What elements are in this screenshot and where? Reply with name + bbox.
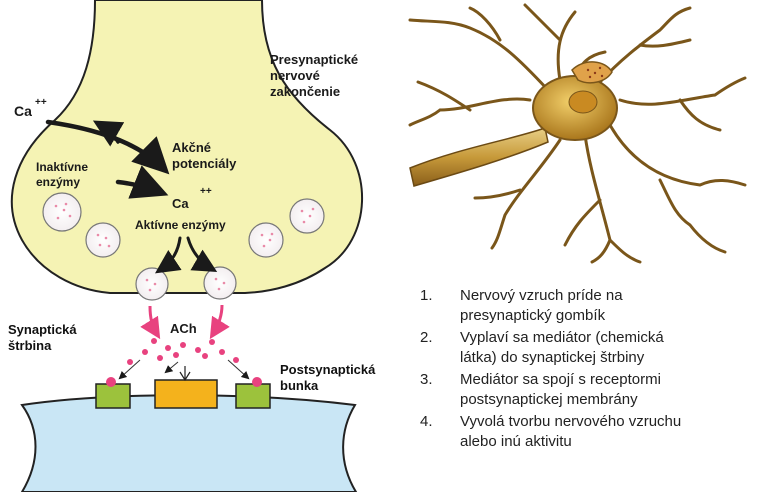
action-potentials-label: Akčné potenciály [172,140,236,172]
step-text: Vyvolá tvorbu nervového vzruchu [460,412,760,432]
receptor-right [236,384,270,408]
ach-molecules [127,338,239,365]
step-text: postsynaptickej membrány [460,390,760,410]
ca-inner-superscript: ++ [200,186,212,197]
presynaptic-label: Presynaptické nervové zakončenie [270,52,358,100]
step-item: 4. Vyvolá tvorbu nervového vzruchu alebo… [420,412,760,452]
ach-bound [252,377,262,387]
vesicle [43,193,81,231]
process-steps: 1. Nervový vzruch príde na presynaptický… [420,286,760,454]
postsynaptic-label: Postsynaptická bunka [280,362,375,394]
step-text: presynaptický gombík [460,306,760,326]
ca-superscript: ++ [35,97,47,108]
step-text: Mediátor sa spojí s receptormi [460,370,760,390]
active-enzymes-label: Aktívne enzýmy [135,217,226,233]
ca-inner-label: Ca [172,196,189,212]
vesicle [86,223,120,257]
step-number: 2. [420,328,450,348]
vesicle [290,199,324,233]
synaptic-cleft-label: Synaptická štrbina [8,322,77,354]
receptor-left [96,384,130,408]
step-text: Vyplaví sa mediátor (chemická [460,328,760,348]
step-item: 1. Nervový vzruch príde na presynaptický… [420,286,760,326]
neuron-illustration [410,5,745,262]
step-item: 3. Mediátor sa spojí s receptormi postsy… [420,370,760,410]
channel-pore-arrow [180,366,190,380]
inactive-enzymes-label: Inaktívne enzýmy [36,160,88,190]
step-number: 1. [420,286,450,306]
step-text: látka) do synaptickej štrbiny [460,348,760,368]
vesicle [204,267,236,299]
step-number: 3. [420,370,450,390]
postsynaptic-cell [22,395,356,492]
vesicle [249,223,283,257]
step-item: 2. Vyplaví sa mediátor (chemická látka) … [420,328,760,368]
step-text: alebo inú aktivitu [460,432,760,452]
ach-bound [106,377,116,387]
ca-label: Ca [14,103,32,119]
step-text: Nervový vzruch príde na [460,286,760,306]
diffusion-arrows [120,360,248,378]
step-number: 4. [420,412,450,432]
ach-label: ACh [170,321,197,337]
ion-channel [155,380,217,408]
vesicle [136,268,168,300]
